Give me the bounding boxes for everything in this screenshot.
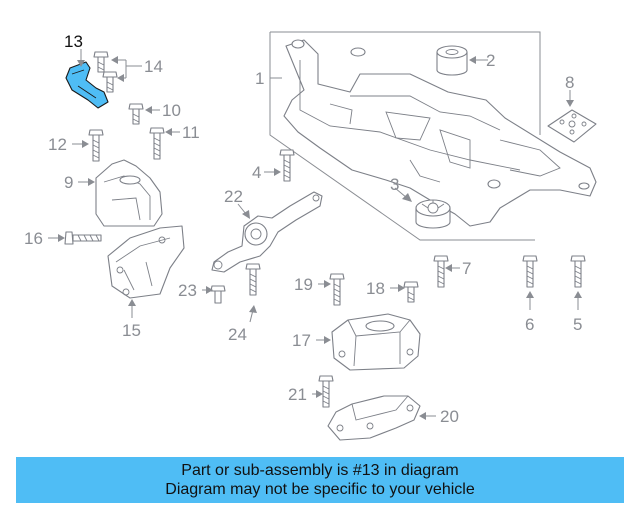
banner-line-2: Diagram may not be specific to your vehi… xyxy=(165,481,475,498)
callout-17: 17 xyxy=(292,331,311,350)
callout-3: 3 xyxy=(390,175,399,194)
torque-rod-22 xyxy=(211,191,323,273)
callout-24: 24 xyxy=(228,325,247,344)
callout-5: 5 xyxy=(573,315,582,334)
callout-11: 11 xyxy=(182,123,200,142)
callout-13: 13 xyxy=(64,32,83,51)
bolt-6 xyxy=(522,255,538,288)
transmission-mount-17 xyxy=(331,313,421,371)
callout-22: 22 xyxy=(224,187,243,206)
callout-2: 2 xyxy=(486,51,495,70)
bolt-14a xyxy=(93,51,109,73)
bracket-20 xyxy=(327,395,421,441)
bolt-21 xyxy=(318,375,334,408)
subframe-bushing-2 xyxy=(436,45,468,76)
subframe-box xyxy=(269,31,541,241)
callout-14: 14 xyxy=(144,57,163,76)
bolt-11 xyxy=(149,127,165,160)
callout-23: 23 xyxy=(178,281,197,300)
bracket-13-highlighted xyxy=(65,61,109,109)
bolt-14b xyxy=(102,71,118,93)
bolt-23 xyxy=(210,285,226,304)
subframe-bushing-3 xyxy=(415,199,451,229)
bolt-5 xyxy=(570,255,586,288)
callout-21: 21 xyxy=(288,385,307,404)
callout-12: 12 xyxy=(48,135,67,154)
callout-10: 10 xyxy=(162,101,181,120)
info-banner: Part or sub-assembly is #13 in diagram D… xyxy=(16,457,624,503)
callout-9: 9 xyxy=(64,173,73,192)
subframe xyxy=(283,39,597,227)
callout-16: 16 xyxy=(24,229,43,248)
callout-15: 15 xyxy=(122,321,141,340)
callout-4: 4 xyxy=(252,163,261,182)
callout-8: 8 xyxy=(565,73,574,92)
bolt-10 xyxy=(128,103,144,125)
leader-lines xyxy=(48,49,582,420)
callout-labels: 13 1 2 3 4 5 6 7 8 9 10 11 12 14 15 16 1… xyxy=(24,32,582,426)
callout-6: 6 xyxy=(525,315,534,334)
bolt-16 xyxy=(64,231,102,245)
callout-1: 1 xyxy=(255,69,264,88)
mount-bracket-15 xyxy=(107,225,185,299)
engine-mount-9 xyxy=(95,159,163,227)
bolt-19 xyxy=(329,273,345,306)
callout-18: 18 xyxy=(366,279,385,298)
bolt-12 xyxy=(88,129,104,162)
banner-line-1: Part or sub-assembly is #13 in diagram xyxy=(181,462,459,479)
bolt-18 xyxy=(403,281,419,303)
callout-20: 20 xyxy=(440,407,459,426)
callout-19: 19 xyxy=(294,275,313,294)
bolt-4 xyxy=(279,149,295,182)
callout-7: 7 xyxy=(462,259,471,278)
bolt-7 xyxy=(433,255,449,288)
bolt-24 xyxy=(245,263,261,296)
subframe-plate-8 xyxy=(547,109,597,143)
parts-diagram: 13 1 2 3 4 5 6 7 8 9 10 11 12 14 15 16 1… xyxy=(24,31,597,441)
